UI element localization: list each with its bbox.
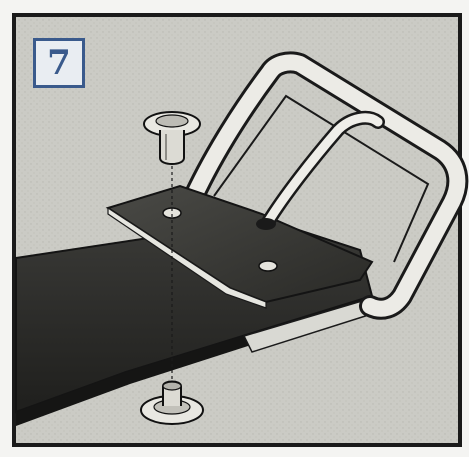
rivet-hole-right <box>259 261 277 271</box>
step-number: 7 <box>47 46 71 80</box>
step-number-badge: 7 <box>33 38 85 88</box>
